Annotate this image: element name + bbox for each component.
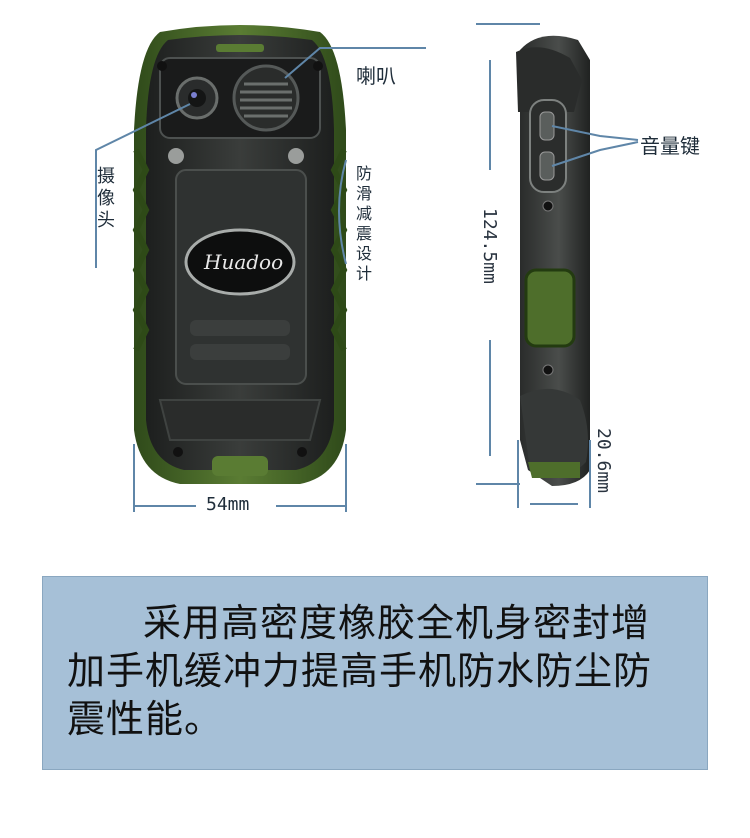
dimension-lines — [95, 23, 639, 512]
description-text: 采用高密度橡胶全机身密封增加手机缓冲力提高手机防水防尘防震性能。 — [67, 601, 653, 741]
phone-back-view — [132, 25, 348, 484]
anti-slip-label: 防滑减震设计 — [355, 164, 372, 283]
phone-illustration — [95, 23, 639, 512]
volume-keys-label: 音量键 — [640, 134, 700, 158]
side-grip — [524, 268, 576, 348]
phone-figure: 喇叭 摄像头 防滑减震设计 音量键 54mm 124.5mm 20.6mm Hu… — [95, 23, 700, 515]
description-panel: 采用高密度橡胶全机身密封增加手机缓冲力提高手机防水防尘防震性能。 — [42, 576, 708, 770]
camera-label: 摄像头 — [97, 166, 115, 231]
phone-side-view — [516, 35, 590, 486]
speaker-grille — [232, 64, 300, 132]
thickness-dimension-label: 20.6mm — [593, 428, 614, 494]
length-dimension-label: 124.5mm — [479, 208, 500, 284]
brand-logo-text: Huadoo — [204, 250, 284, 274]
speaker-label: 喇叭 — [356, 64, 396, 88]
width-dimension-label: 54mm — [206, 494, 250, 515]
brand-badge — [184, 228, 296, 296]
volume-keys — [529, 99, 567, 193]
